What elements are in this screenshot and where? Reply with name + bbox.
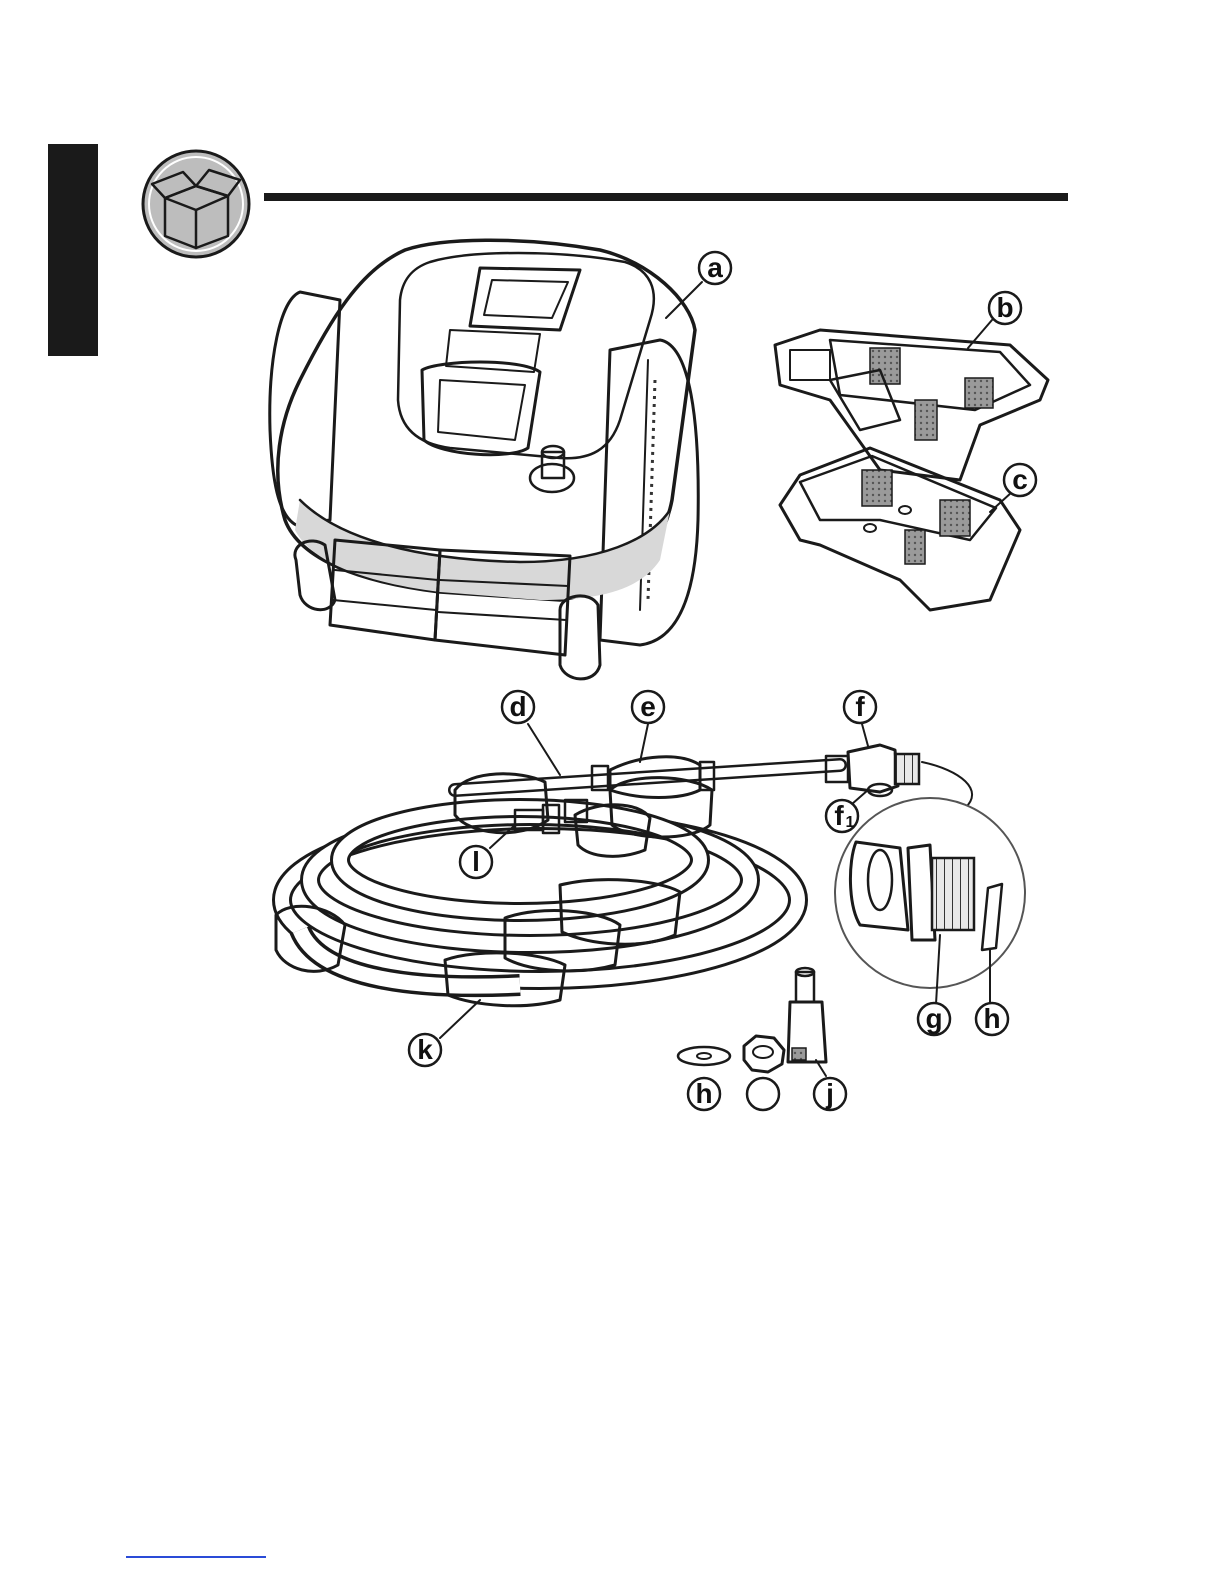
quick-connector: [788, 968, 826, 1062]
coiled-cable: [276, 774, 798, 1006]
leader-f1: [852, 790, 868, 804]
callout-a: a: [699, 252, 731, 284]
callout-label: f: [834, 800, 844, 831]
callout-label: j: [825, 1078, 834, 1109]
leader-k: [440, 1000, 480, 1038]
callout-d: d: [502, 691, 534, 723]
detail-magnifier: [835, 762, 1025, 988]
filter-basket-top: [775, 330, 1048, 480]
footer-rule: [126, 1556, 266, 1558]
open-box-icon: [143, 151, 249, 257]
callout-label: a: [707, 252, 723, 283]
callout-i: [747, 1078, 779, 1110]
robot-cleaner: [270, 240, 698, 679]
callout-label: h: [695, 1078, 712, 1109]
washer: [678, 1047, 730, 1065]
callout-circle: [747, 1078, 779, 1110]
hex-nut: [744, 1036, 784, 1072]
leader-c: [990, 492, 1012, 512]
callout-c: c: [1004, 464, 1036, 496]
callout-b: b: [989, 292, 1021, 324]
callout-label: h: [983, 1003, 1000, 1034]
callout-subscript: 1: [846, 814, 855, 831]
callout-e: e: [632, 691, 664, 723]
callout-k: k: [409, 1034, 441, 1066]
callout-label: d: [509, 691, 526, 722]
callout-label: b: [996, 292, 1013, 323]
leader-d: [528, 724, 560, 775]
callout-label: c: [1012, 464, 1028, 495]
callout-g: g: [918, 1003, 950, 1035]
leader-f: [862, 724, 868, 746]
callout-label: e: [640, 691, 656, 722]
callout-label: g: [925, 1003, 942, 1034]
leader-e: [640, 724, 648, 762]
callout-label: l: [472, 846, 480, 877]
side-tab: [48, 144, 98, 356]
callout-h-lower: h: [688, 1078, 720, 1110]
header-rule: [264, 193, 1068, 201]
callout-l: l: [460, 846, 492, 878]
callout-f: f: [844, 691, 876, 723]
callout-label: f: [855, 691, 865, 722]
callout-h-upper: h: [976, 1003, 1008, 1035]
swivel-and-cable: [455, 745, 919, 798]
callout-j: j: [814, 1078, 846, 1110]
callout-label: k: [417, 1034, 433, 1065]
